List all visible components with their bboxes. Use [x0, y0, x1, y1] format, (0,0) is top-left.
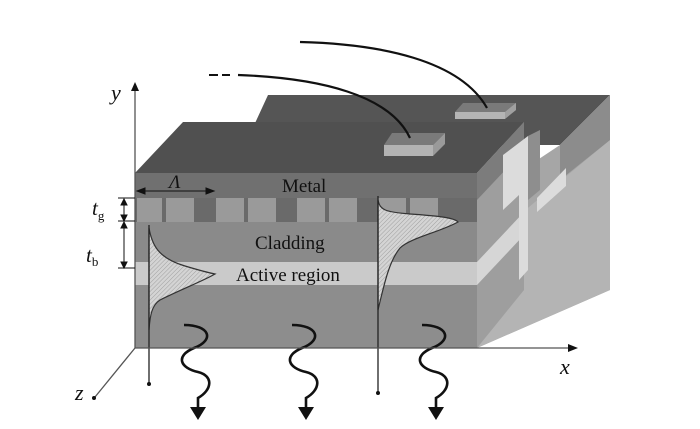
- front-device: [135, 122, 566, 349]
- y-axis-arrowhead: [131, 82, 139, 91]
- metal-label: Metal: [282, 176, 326, 197]
- axes: [92, 82, 578, 400]
- metal-layer: [135, 173, 477, 198]
- front-contact-pad: [384, 133, 445, 156]
- period-label: Λ: [167, 172, 181, 193]
- wave-arrowhead-2: [298, 407, 314, 420]
- wave-arrow-1: [180, 323, 211, 408]
- ridge-step-light: [503, 136, 528, 280]
- active-layer: [135, 262, 477, 285]
- tg-label: tg: [92, 196, 105, 223]
- wave-arrowhead-3: [428, 407, 444, 420]
- front-right-active: [477, 212, 524, 285]
- x-axis-arrowhead: [568, 344, 578, 352]
- front-right-metal: [477, 122, 524, 200]
- wave-arrow-2: [288, 323, 319, 408]
- z-axis-dot: [92, 396, 96, 400]
- substrate-layer: [135, 285, 477, 348]
- mode-profile-right: [376, 196, 459, 395]
- ridge-step-dark: [528, 130, 540, 200]
- tb-label: tb: [86, 243, 98, 269]
- back-right-upper-dark: [560, 95, 610, 180]
- z-axis-label: z: [74, 380, 84, 405]
- wave-arrowhead-1: [190, 407, 206, 420]
- mode-profile-left: [147, 225, 217, 386]
- active-region-label: Active region: [236, 265, 340, 286]
- cladding-label: Cladding: [255, 233, 325, 254]
- ridge-step-light2: [537, 168, 566, 212]
- back-contact-pad: [455, 103, 516, 119]
- y-axis-label: y: [109, 80, 121, 105]
- wire-back: [299, 40, 488, 109]
- z-axis: [94, 347, 136, 398]
- emission-arrows: [180, 323, 449, 420]
- dimension-markers: [118, 187, 216, 270]
- wave-arrow-3: [418, 323, 449, 408]
- wire-front: [237, 73, 411, 139]
- front-top-surface: [135, 122, 524, 173]
- bond-wires: [209, 40, 488, 139]
- x-axis-label: x: [559, 354, 570, 379]
